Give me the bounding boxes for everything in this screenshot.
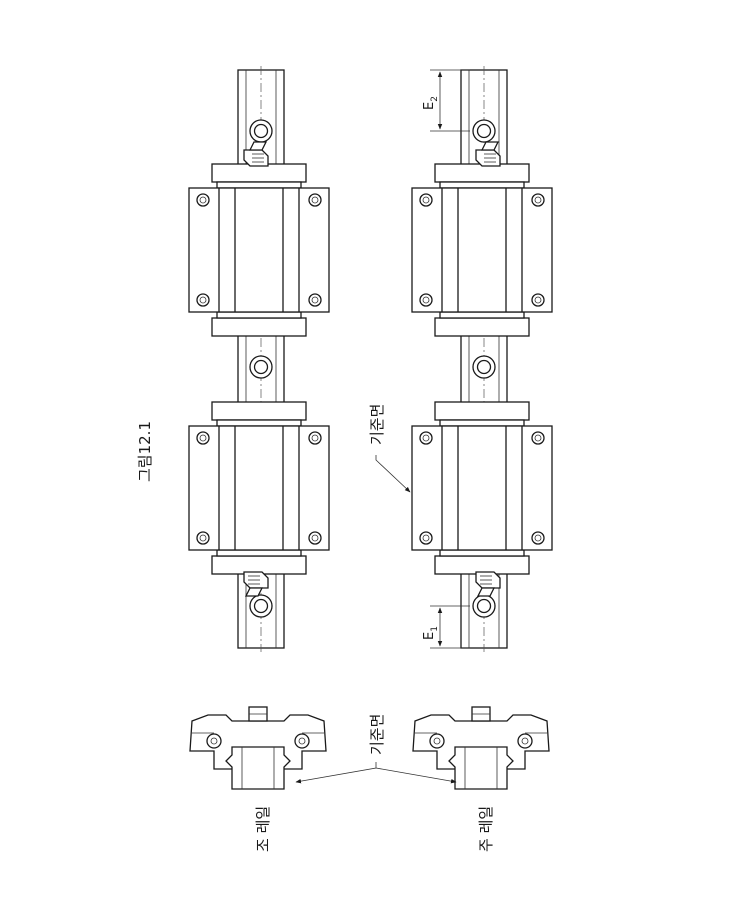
figure-caption: 그림12.1 [136,421,154,482]
svg-text:E2: E2 [422,96,440,110]
dimension-e2-letter: E [422,102,437,110]
sub-rail-top-view [188,66,330,652]
main-rail-top-view [411,66,553,652]
dimension-e1-letter: E [422,632,437,640]
dimension-e2: E2 [422,69,470,132]
dimension-e1-subscript: 1 [430,626,440,632]
sub-rail-cross-section [189,706,327,790]
svg-text:E1: E1 [422,626,440,640]
main-carriage-2 [411,401,553,575]
dimension-e2-subscript: 2 [430,96,440,102]
reference-surface-label-top: 기준면 [368,404,386,445]
sub-rail-label: 조 레일 [254,806,272,852]
reference-surface-callout-top: 기준면 [368,404,411,493]
sub-carriage-1 [188,163,330,337]
sub-carriage-2 [188,401,330,575]
reference-surface-callout-sections: 기준면 [295,714,457,784]
dimension-e1: E1 [422,605,470,649]
main-carriage-1 [411,163,553,337]
reference-surface-label-bottom: 기준면 [368,714,386,755]
main-rail-label: 주 레일 [477,806,495,852]
main-rail-cross-section [412,706,550,790]
